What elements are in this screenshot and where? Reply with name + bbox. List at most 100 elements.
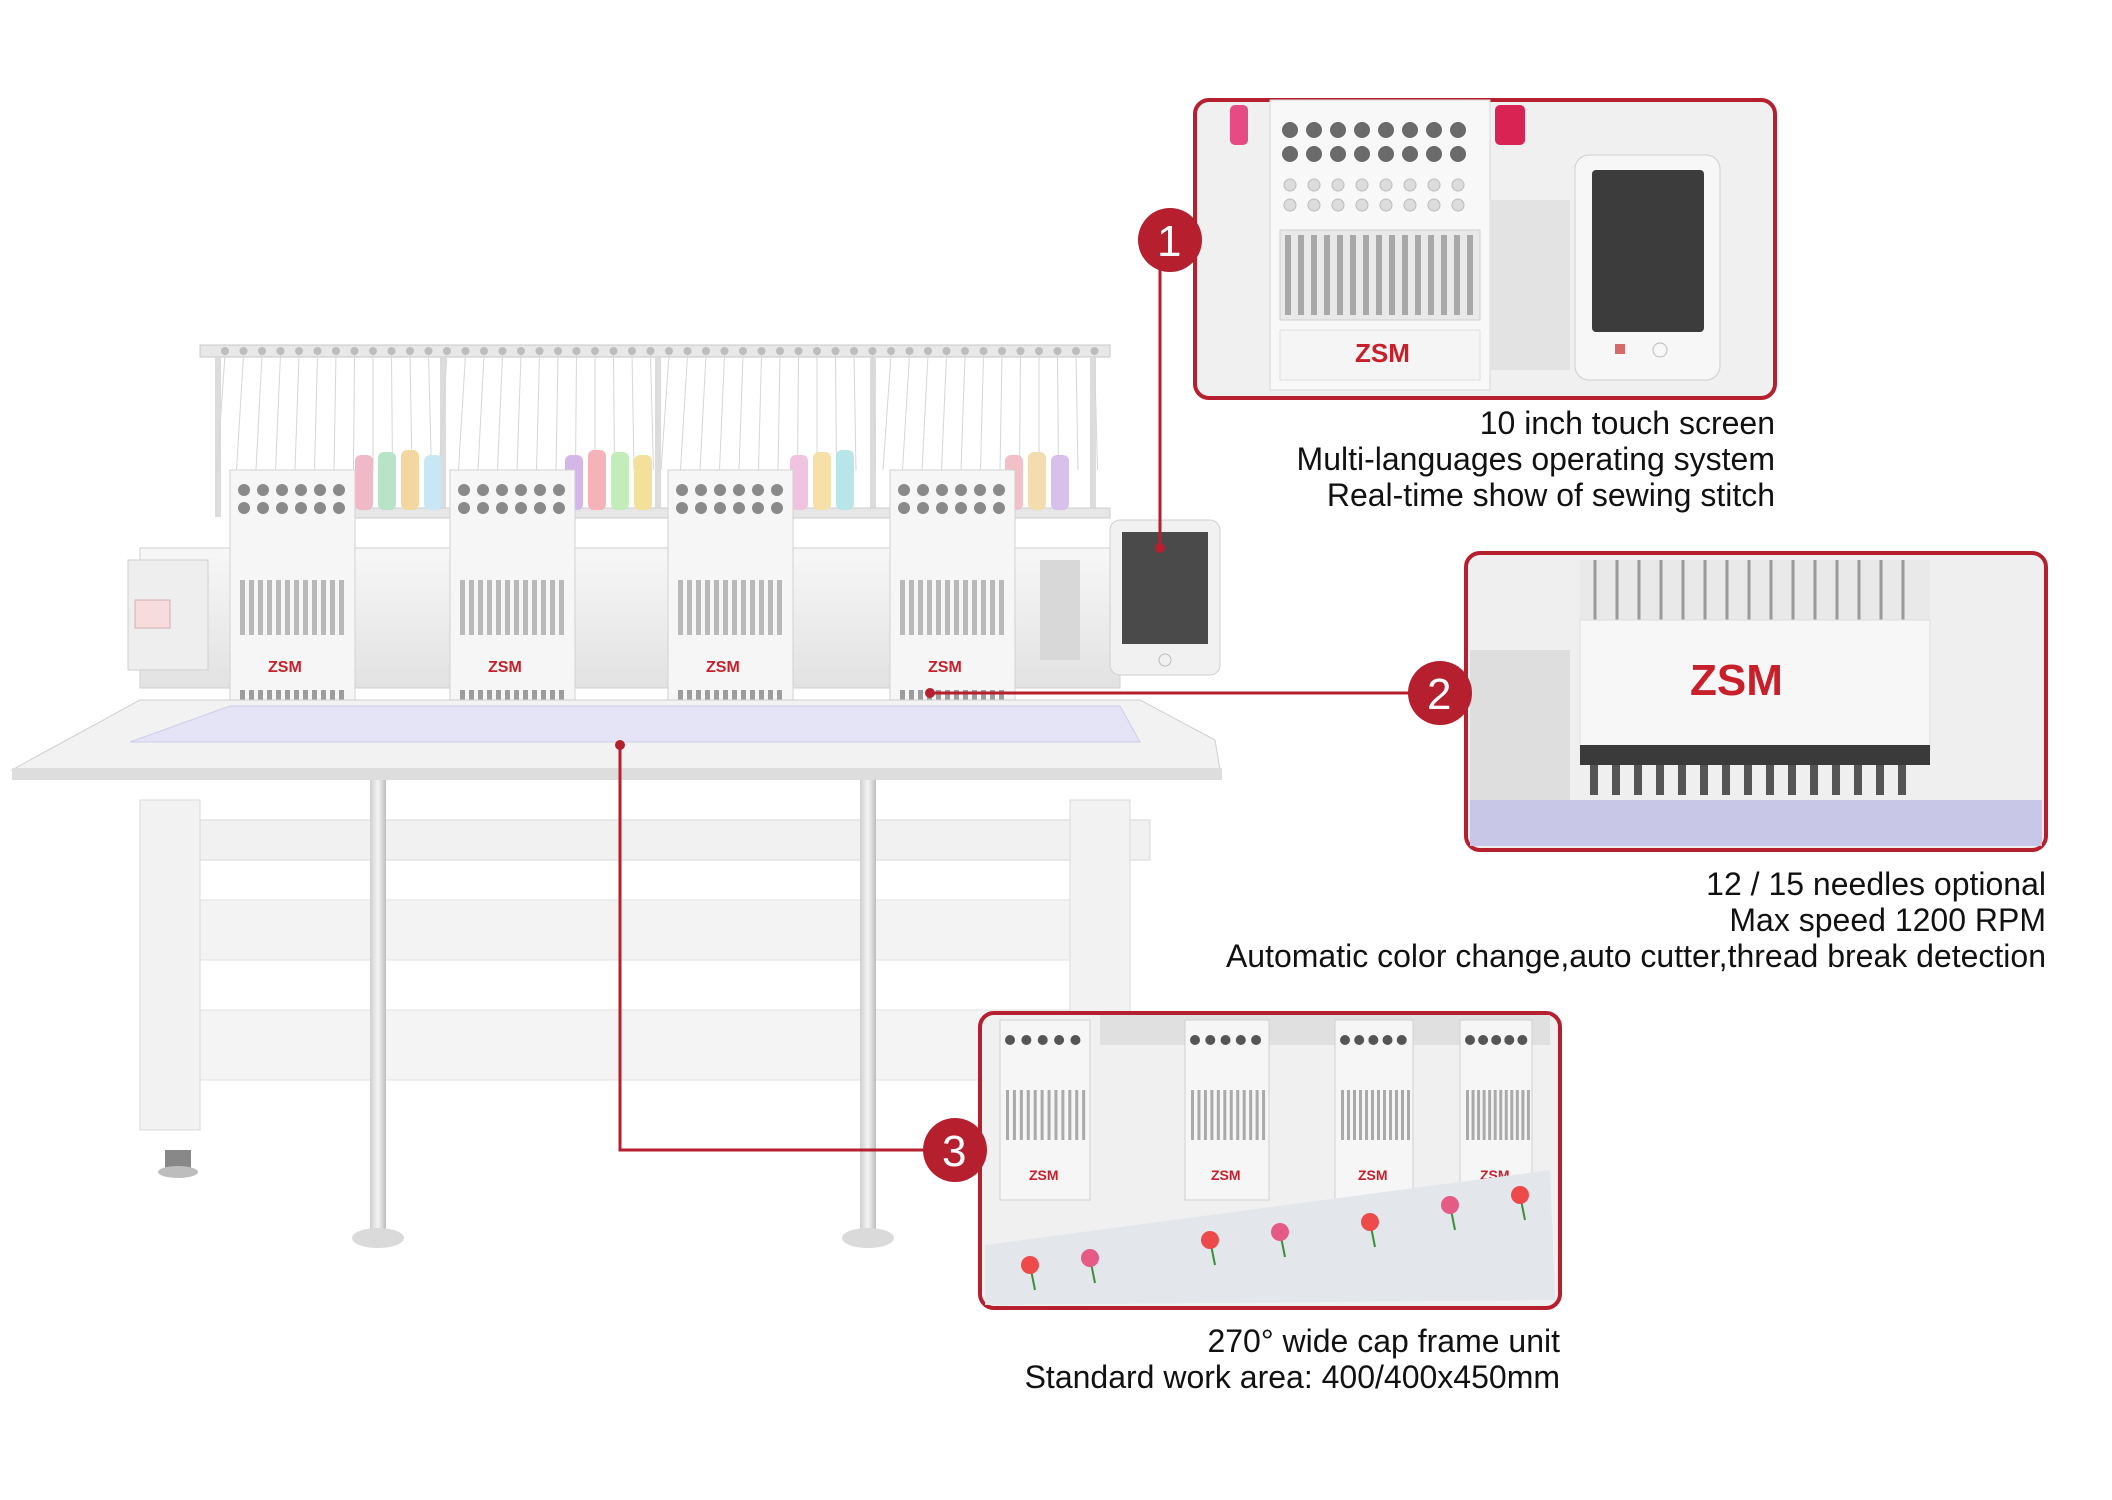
thread-guide bbox=[1016, 347, 1025, 355]
thread-guide bbox=[1307, 178, 1321, 192]
tension-knob bbox=[238, 502, 250, 514]
machine-stand bbox=[139, 780, 1151, 1248]
tension-knob bbox=[257, 484, 269, 496]
thread-line bbox=[294, 354, 300, 471]
presser-foot bbox=[1788, 765, 1796, 795]
presser-foot bbox=[1854, 765, 1862, 795]
callout-1-text: 10 inch touch screen Multi-languages ope… bbox=[1195, 405, 1775, 513]
thread-line bbox=[960, 354, 966, 471]
head-logo: ZSM bbox=[1211, 1167, 1241, 1183]
thread-guide bbox=[1331, 198, 1345, 212]
needle-bar bbox=[1402, 235, 1408, 315]
thread-guide bbox=[1072, 347, 1080, 355]
tension-knob bbox=[676, 502, 688, 514]
thread-line bbox=[980, 354, 984, 471]
tension-knob bbox=[1205, 1035, 1216, 1045]
embroidery-head: ZSM bbox=[1334, 1019, 1414, 1201]
needle-bar bbox=[1401, 1090, 1404, 1140]
needle-bar bbox=[1262, 1090, 1266, 1140]
thread-guide bbox=[387, 347, 396, 355]
tension-knob bbox=[1330, 146, 1346, 162]
needle-bar bbox=[1407, 1090, 1410, 1140]
needle-bar bbox=[687, 580, 692, 635]
thread-guide bbox=[850, 347, 858, 355]
thread-line bbox=[438, 354, 448, 471]
flower bbox=[1271, 1223, 1289, 1241]
tension-knob bbox=[257, 502, 269, 514]
needle-bar bbox=[469, 580, 474, 635]
svg-text:1: 1 bbox=[1157, 217, 1181, 266]
callout-2-line: Max speed 1200 RPM bbox=[1729, 902, 2046, 938]
thread-guide bbox=[517, 347, 525, 355]
thread-line bbox=[902, 354, 910, 471]
tension-knob bbox=[314, 502, 326, 514]
presser-foot bbox=[1612, 765, 1620, 795]
embroidery-head: ZSM bbox=[1459, 1019, 1533, 1201]
tension-knob bbox=[1465, 1035, 1475, 1045]
thread-guide bbox=[461, 347, 470, 355]
needle-bar bbox=[1510, 1090, 1514, 1140]
tension-knob bbox=[1021, 1035, 1032, 1045]
tension-knob bbox=[1306, 146, 1322, 162]
needle-bar bbox=[678, 580, 683, 635]
embroidery-head: ZSM bbox=[667, 469, 794, 716]
tension-knob bbox=[276, 484, 288, 496]
needle-bar bbox=[1395, 1090, 1398, 1140]
presser-foot bbox=[1700, 765, 1708, 795]
tension-knob bbox=[1235, 1035, 1246, 1045]
needle-bar bbox=[954, 580, 959, 635]
thread-guide bbox=[535, 347, 544, 355]
thread-line bbox=[314, 354, 318, 471]
thread-guide bbox=[572, 347, 581, 355]
callout-2-photo: ZSM bbox=[1464, 551, 2048, 852]
thread-line bbox=[391, 354, 393, 471]
thread-guide bbox=[406, 347, 414, 355]
tension-knob bbox=[534, 484, 546, 496]
tension-knob bbox=[1220, 1035, 1231, 1045]
needle-bar bbox=[1012, 1090, 1016, 1140]
thread-line bbox=[428, 354, 432, 471]
flower bbox=[1511, 1186, 1529, 1204]
thread-guide bbox=[221, 347, 229, 355]
thread-line bbox=[835, 354, 837, 471]
thread-line bbox=[613, 354, 615, 471]
thread-guide bbox=[813, 347, 821, 355]
tension-knob bbox=[733, 502, 745, 514]
presser-bar bbox=[1580, 745, 1930, 765]
needle-bar bbox=[1203, 1090, 1207, 1140]
embroidery-head: ZSM bbox=[449, 469, 576, 716]
tension-knob bbox=[1070, 1035, 1081, 1045]
needle-bar bbox=[768, 580, 773, 635]
thread-guide bbox=[369, 347, 377, 355]
thread-guide bbox=[683, 347, 692, 355]
needle-bar bbox=[1441, 235, 1447, 315]
needle-bar bbox=[936, 580, 941, 635]
presser-foot bbox=[1744, 765, 1752, 795]
tension-knob bbox=[1354, 146, 1370, 162]
thread-guide bbox=[739, 347, 747, 355]
needle-bar bbox=[1521, 1090, 1525, 1140]
thread-line bbox=[797, 354, 799, 471]
thread-guide bbox=[554, 347, 562, 355]
thread-line bbox=[216, 354, 226, 471]
tension-knob bbox=[1330, 122, 1346, 138]
needle-bar bbox=[285, 580, 290, 635]
thread-line bbox=[853, 354, 857, 471]
tension-knob bbox=[676, 484, 688, 496]
thread-guide bbox=[1053, 347, 1062, 355]
thread-guide bbox=[313, 347, 322, 355]
thread-guide bbox=[350, 347, 359, 355]
thread-guide bbox=[1427, 178, 1441, 192]
needle-bar bbox=[487, 580, 492, 635]
presser-foot bbox=[1766, 765, 1774, 795]
needle-bar bbox=[723, 580, 728, 635]
tension-knob bbox=[898, 484, 910, 496]
presser-foot bbox=[1876, 765, 1884, 795]
needle-bar bbox=[1216, 1090, 1220, 1140]
needle-bar bbox=[478, 580, 483, 635]
tension-knob bbox=[1282, 122, 1298, 138]
needle-bar bbox=[1504, 1090, 1508, 1140]
needle-bar bbox=[1389, 235, 1395, 315]
tension-knob bbox=[295, 502, 307, 514]
svg-text:2: 2 bbox=[1427, 670, 1451, 719]
